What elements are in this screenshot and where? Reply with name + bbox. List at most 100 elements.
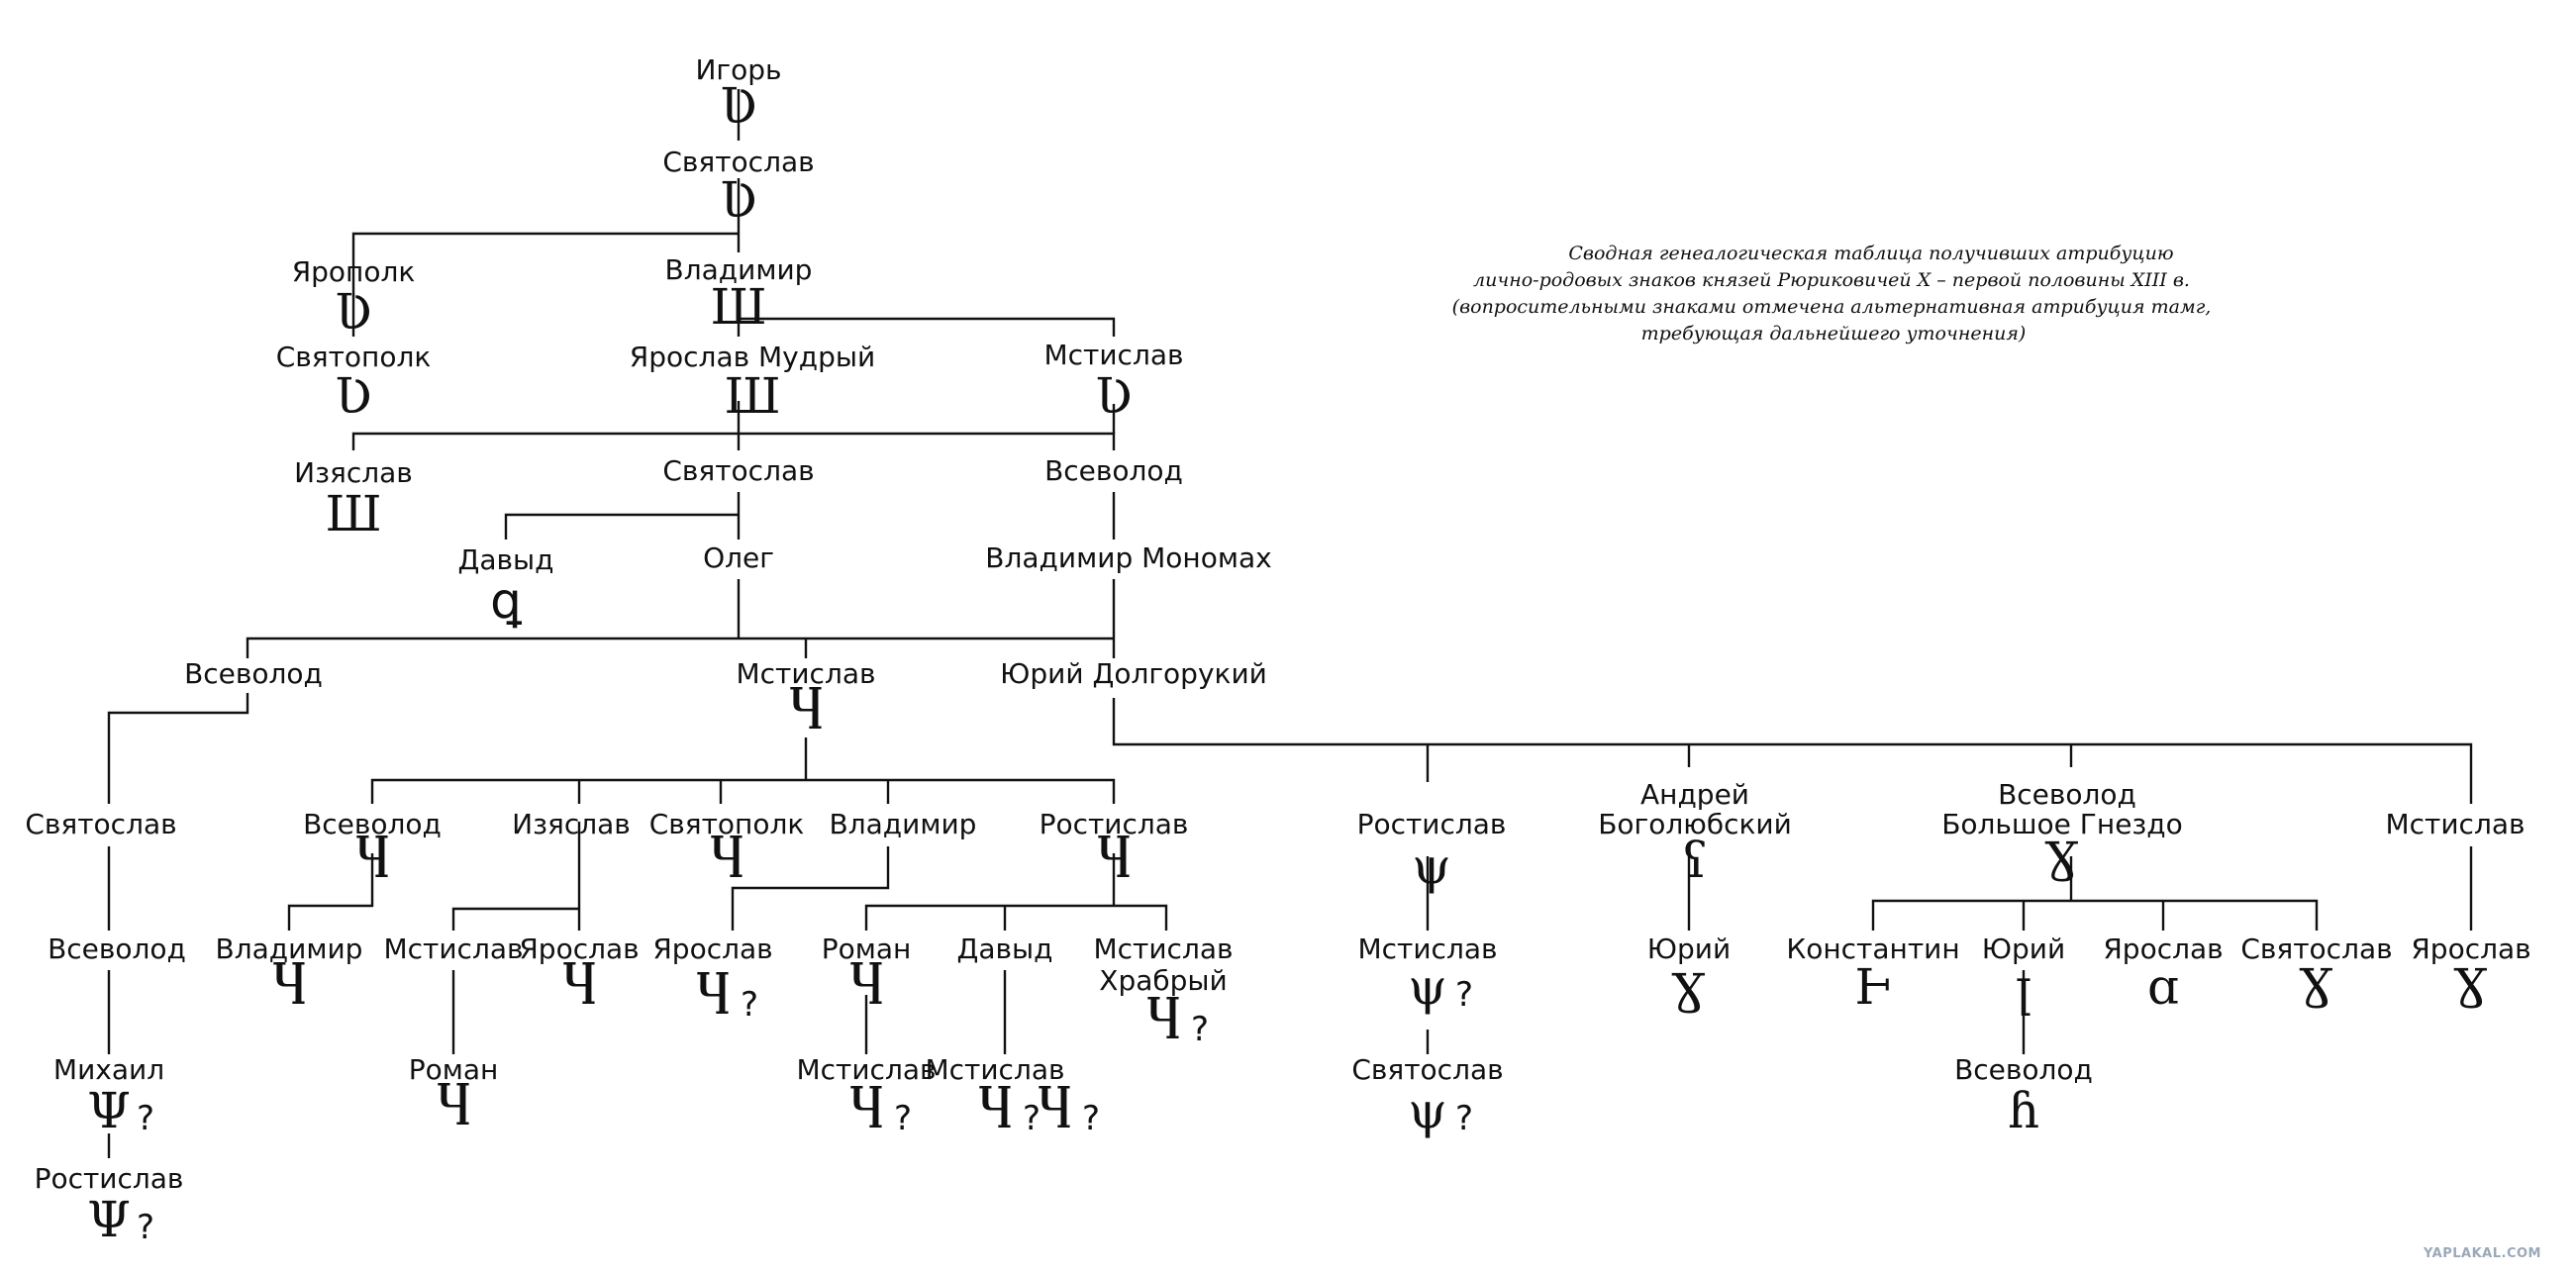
uncertain-attribution-mark: ? <box>1023 1099 1040 1138</box>
prince-name: Давыд <box>956 933 1052 965</box>
caption-line-2: лично-родовых знаков князей Рюриковичей … <box>1473 269 2190 291</box>
tamga-sign-icon: Ɣ <box>1671 963 1707 1021</box>
uncertain-attribution-mark: ? <box>137 1208 154 1247</box>
prince-name: Мстислав <box>2385 808 2525 840</box>
tamga-sign-icon: Ш <box>710 278 766 336</box>
tamga-sign-icon: Ⴗ <box>695 968 732 1026</box>
prince-name: Константин <box>1786 933 1959 965</box>
tamga-sign-icon: Ш <box>724 367 780 425</box>
prince-node-mstislav4: Мстислав <box>383 933 523 965</box>
tamga-sign-icon: Ⴗ <box>1145 993 1182 1050</box>
prince-name: Ярослав <box>652 933 772 965</box>
prince-name: Михаил <box>53 1053 164 1086</box>
tamga-sign-icon: Ⴗ <box>848 958 885 1016</box>
prince-node-oleg: Олег <box>703 541 774 574</box>
prince-name: Мстислав <box>1043 339 1183 371</box>
prince-name: Ярослав <box>2103 933 2223 965</box>
tamga-sign-icon: Ʋ <box>335 367 372 425</box>
prince-name: Всеволод <box>1044 454 1183 487</box>
tamga-sign-icon: ɦ <box>2008 1082 2039 1139</box>
tamga-sign-icon: Ⴗ <box>1037 1082 1073 1139</box>
prince-name: Всеволод <box>184 657 323 690</box>
prince-name: Юрий <box>1647 933 1731 965</box>
prince-name: Всеволод <box>303 808 442 840</box>
prince-name: Святослав <box>2240 933 2392 965</box>
prince-name: Роман <box>822 933 912 965</box>
prince-name: Изяслав <box>294 456 413 489</box>
prince-name: Святослав <box>662 146 814 178</box>
prince-name: Ярослав Мудрый <box>630 341 875 373</box>
prince-node-svyatoslav2: Святослав <box>662 454 814 487</box>
tamga-sign-icon: Ɣ <box>2299 958 2334 1016</box>
prince-node-mstislav_hrabry_line1: Мстислав <box>1093 933 1233 965</box>
prince-node-mstislav3: Мстислав <box>2385 808 2525 840</box>
prince-name: Ярослав <box>519 933 639 965</box>
prince-name: Святополк <box>276 341 432 373</box>
prince-name: Большое Гнездо <box>1941 808 2183 840</box>
tamga-sign-icon: Ⴗ <box>709 832 745 889</box>
tamga-sign-icon: Ψ <box>87 1082 131 1139</box>
uncertain-attribution-mark: ? <box>1082 1099 1100 1138</box>
prince-name: Юрий <box>1982 933 2065 965</box>
prince-name: Владимир <box>665 253 813 286</box>
tamga-sign-icon: Ɣ <box>2453 958 2489 1016</box>
prince-node-izyaslav2: Изяслав <box>512 808 631 840</box>
tamga-sign-icon: Ⴗ <box>561 958 598 1016</box>
tamga-sign-icon: ψ <box>1408 958 1446 1016</box>
prince-name: Святослав <box>25 808 176 840</box>
prince-nodes: ИгорьƲСвятославƲЯрополкƲВладимирШСвятопо… <box>25 53 2530 1248</box>
caption: Сводная генеалогическая таблица получивш… <box>1452 243 2212 344</box>
prince-node-vladimir2: Владимир <box>830 808 977 840</box>
tamga-sign-icon: Ⴗ <box>788 683 825 740</box>
tamga-sign-icon: Ⴗ <box>271 958 308 1016</box>
caption-line-1: Сводная генеалогическая таблица получивш… <box>1568 243 2173 264</box>
prince-node-mstislav7b: Ⴗ? <box>1037 1082 1100 1139</box>
prince-node-vsevolod_gnezdo_line1: Всеволод <box>1998 778 2136 811</box>
prince-name: Мстислав <box>736 657 875 690</box>
prince-name: Всеволод <box>1954 1053 2093 1086</box>
tamga-sign-icon: ψ <box>1408 1082 1446 1139</box>
prince-name: Андрей <box>1640 778 1749 811</box>
tamga-sign-icon: Ʋ <box>720 77 757 135</box>
tamga-sign-icon: Ш <box>325 485 381 542</box>
prince-name: Юрий Долгорукий <box>1000 657 1267 690</box>
uncertain-attribution-mark: ? <box>1191 1010 1209 1049</box>
prince-name: Мстислав <box>1093 933 1233 965</box>
uncertain-attribution-mark: ? <box>894 1099 912 1138</box>
prince-name: Роман <box>409 1053 499 1086</box>
tamga-sign-icon: Ɣ <box>2044 832 2080 889</box>
prince-node-vsevolod4: Всеволод <box>48 933 186 965</box>
prince-name: Игорь <box>695 53 781 86</box>
tamga-sign-icon: Ʋ <box>1095 367 1133 425</box>
prince-name: Владимир <box>216 933 363 965</box>
caption-line-4: требующая дальнейшего уточнения) <box>1641 323 2027 344</box>
prince-node-david2: Давыд <box>956 933 1052 965</box>
prince-name: Владимир <box>830 808 977 840</box>
tamga-sign-icon: ʕ <box>1682 832 1709 889</box>
prince-name: Святослав <box>662 454 814 487</box>
prince-node-svyatoslav3: Святослав <box>25 808 176 840</box>
tamga-sign-icon: Ʋ <box>335 283 372 341</box>
